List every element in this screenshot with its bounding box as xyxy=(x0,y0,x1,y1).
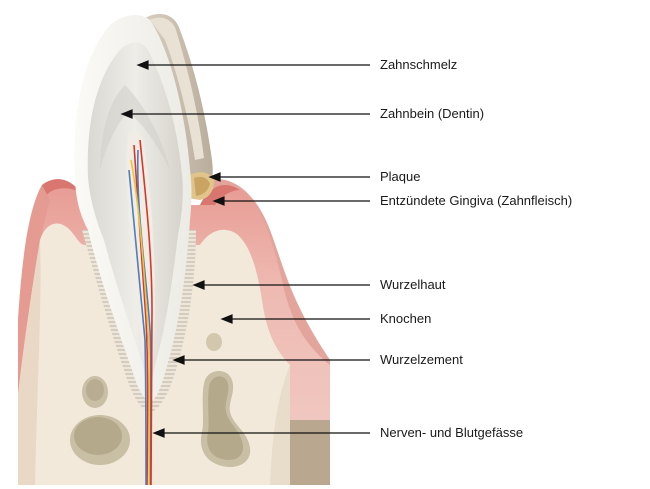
label-zahnschmelz: Zahnschmelz xyxy=(380,57,458,72)
label-gingiva: Entzündete Gingiva (Zahnfleisch) xyxy=(380,193,573,208)
leader-lines xyxy=(120,60,370,438)
label-wurzelhaut: Wurzelhaut xyxy=(380,277,446,292)
label-nerven: Nerven- und Blutgefässe xyxy=(380,425,524,440)
label-knochen: Knochen xyxy=(380,311,432,326)
label-plaque: Plaque xyxy=(380,169,421,184)
label-zahnbein: Zahnbein (Dentin) xyxy=(380,106,485,121)
bone-cavities xyxy=(70,333,251,468)
plaque-shade xyxy=(194,176,210,196)
label-wurzelzement: Wurzelzement xyxy=(380,352,463,367)
nerves-and-vessels xyxy=(128,139,153,486)
